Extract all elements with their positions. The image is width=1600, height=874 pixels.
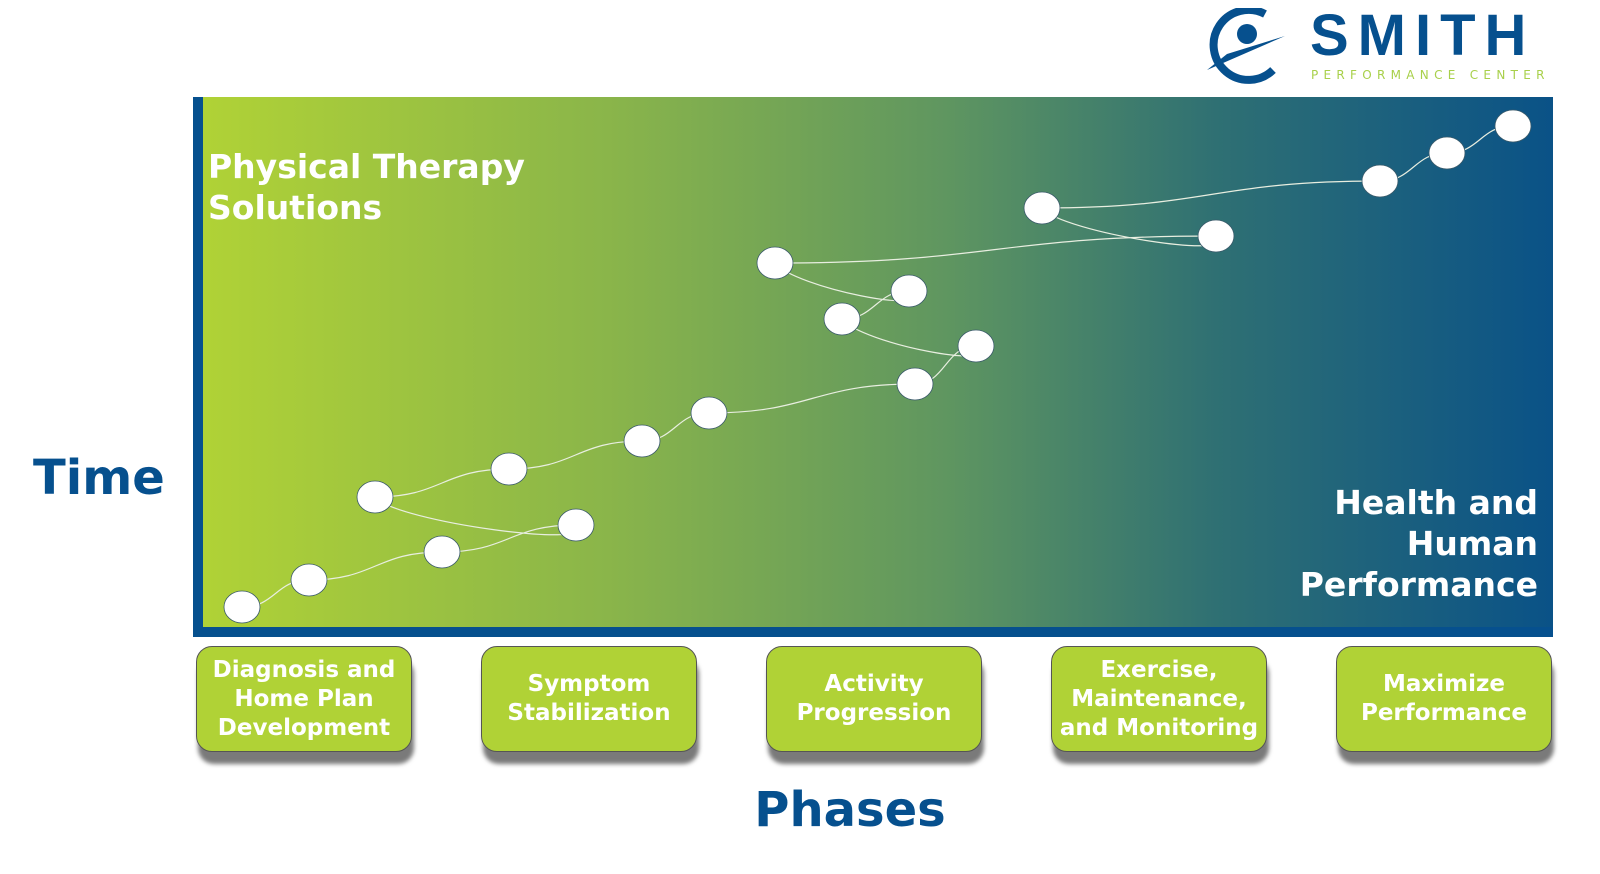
phase-exercise-maintenance: Exercise, Maintenance, and Monitoring [1051, 646, 1267, 752]
physical-therapy-label: Physical Therapy Solutions [208, 147, 525, 227]
phase-symptom-stabilization: Symptom Stabilization [481, 646, 697, 752]
phase-activity-progression: Activity Progression [766, 646, 982, 752]
smith-logo: SMITH PERFORMANCE CENTER [1205, 3, 1550, 90]
health-performance-label: Health and Human Performance [1299, 483, 1538, 604]
phase-maximize-performance: Maximize Performance [1336, 646, 1552, 752]
x-axis-label: Phases [754, 782, 946, 838]
y-axis-label: Time [33, 450, 165, 506]
runner-logo-icon [1207, 8, 1285, 84]
phase-diagnosis: Diagnosis and Home Plan Development [196, 646, 412, 752]
